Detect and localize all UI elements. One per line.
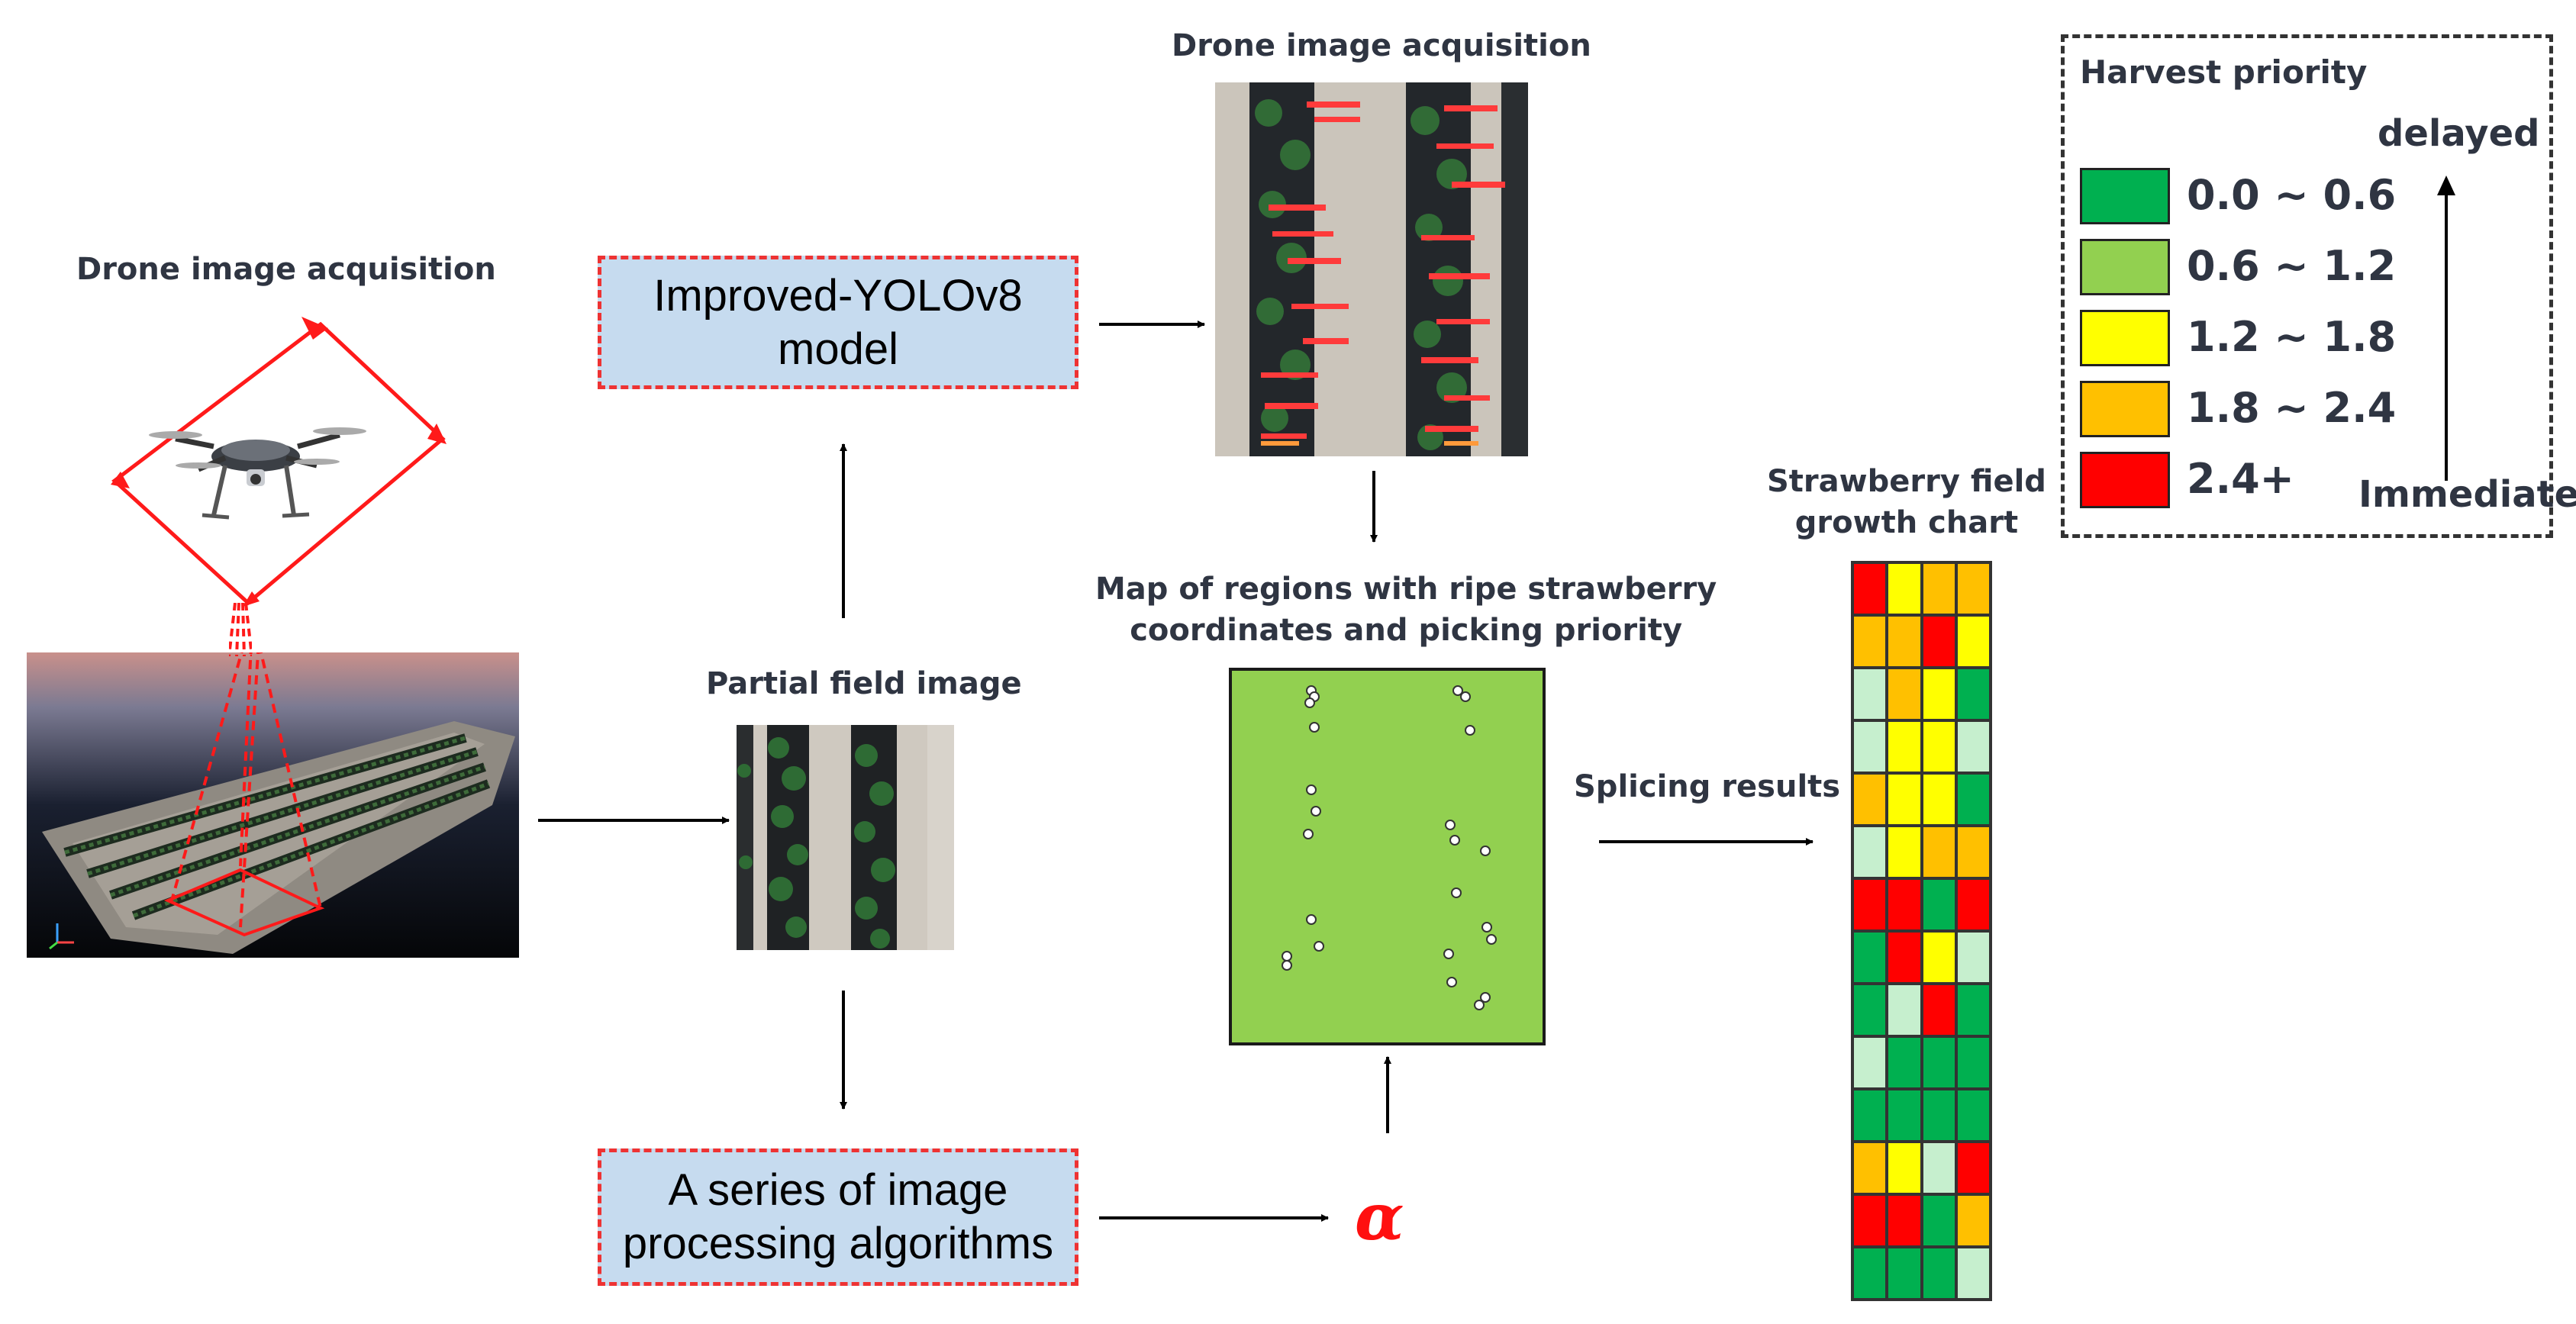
legend-range-label: 0.6 ~ 1.2 — [2187, 242, 2397, 290]
growth-cell — [1955, 984, 1991, 1036]
growth-cell — [1921, 984, 1956, 1036]
growth-cell — [1852, 720, 1888, 773]
priority-direction-arrow-icon — [2437, 176, 2455, 481]
growth-cell — [1852, 668, 1888, 720]
growth-cell — [1955, 668, 1991, 720]
field-3d-model-image — [27, 652, 519, 958]
yolo-detection-image — [1215, 82, 1528, 456]
growth-cell — [1955, 826, 1991, 878]
growth-cell — [1955, 1247, 1991, 1300]
growth-cell — [1887, 562, 1922, 615]
harvest-priority-legend: Harvest priority delayed Immediate 0.0 ~… — [2061, 34, 2576, 538]
growth-cell — [1921, 1142, 1956, 1194]
ripe-strawberry-map — [1229, 668, 1546, 1045]
growth-cell — [1955, 931, 1991, 984]
growth-cell — [1955, 1036, 1991, 1089]
legend-swatch — [2080, 452, 2170, 508]
growth-cell — [1955, 1089, 1991, 1142]
growth-cell — [1921, 1247, 1956, 1300]
growth-cell — [1887, 826, 1922, 878]
legend-range-label: 1.2 ~ 1.8 — [2187, 313, 2397, 361]
growth-cell — [1852, 1247, 1888, 1300]
growth-cell — [1921, 562, 1956, 615]
growth-cell — [1921, 720, 1956, 773]
growth-cell — [1921, 1089, 1956, 1142]
legend-swatch — [2080, 381, 2170, 437]
growth-cell — [1887, 878, 1922, 931]
growth-cell — [1852, 931, 1888, 984]
growth-cell — [1921, 1194, 1956, 1247]
growth-cell — [1921, 826, 1956, 878]
growth-cell — [1852, 878, 1888, 931]
growth-cell — [1921, 931, 1956, 984]
growth-cell — [1887, 1089, 1922, 1142]
map-title-line2: coordinates and picking priority — [1130, 613, 1683, 648]
growth-cell — [1887, 1036, 1922, 1089]
legend-range-label: 1.8 ~ 2.4 — [2187, 384, 2397, 432]
growth-cell — [1887, 1142, 1922, 1194]
growth-cell — [1955, 720, 1991, 773]
growth-cell — [1955, 615, 1991, 668]
growth-cell — [1955, 562, 1991, 615]
growth-cell — [1852, 615, 1888, 668]
growth-cell — [1852, 1194, 1888, 1247]
growth-cell — [1955, 773, 1991, 826]
legend-title: Harvest priority — [2080, 53, 2368, 91]
drone-footprint-diagram — [111, 317, 447, 607]
growth-cell — [1852, 1089, 1888, 1142]
legend-swatch — [2080, 168, 2170, 224]
growth-cell — [1852, 826, 1888, 878]
growth-cell — [1887, 720, 1922, 773]
growth-cell — [1921, 1036, 1956, 1089]
legend-immediate-label: Immediate — [2358, 473, 2576, 516]
growth-chart-title: Strawberry field growth chart — [1767, 461, 2046, 543]
drone-acquisition-left-label: Drone image acquisition — [76, 252, 496, 287]
growth-cell — [1887, 931, 1922, 984]
legend-swatch — [2080, 310, 2170, 366]
growth-cell — [1887, 773, 1922, 826]
algo-box-line1: A series of image — [668, 1165, 1008, 1216]
growth-cell — [1887, 668, 1922, 720]
map-title: Map of regions with ripe strawberry coor… — [1095, 569, 1717, 651]
growth-cell — [1887, 984, 1922, 1036]
growth-title-line2: growth chart — [1794, 505, 2019, 540]
growth-cell — [1921, 878, 1956, 931]
growth-cell — [1921, 615, 1956, 668]
growth-cell — [1921, 668, 1956, 720]
map-title-line1: Map of regions with ripe strawberry — [1095, 572, 1717, 607]
partial-field-image — [737, 725, 954, 950]
legend-range-label: 0.0 ~ 0.6 — [2187, 171, 2397, 219]
legend-range-label: 2.4+ — [2187, 455, 2294, 503]
growth-title-line1: Strawberry field — [1767, 464, 2046, 499]
growth-cell — [1887, 1247, 1922, 1300]
yolo-box-line1: Improved-YOLOv8 — [653, 270, 1023, 321]
alpha-symbol: α — [1355, 1179, 1404, 1255]
growth-cell — [1955, 1142, 1991, 1194]
growth-cell — [1852, 562, 1888, 615]
algo-box-line2: processing algorithms — [622, 1219, 1054, 1268]
yolo-box-line2: model — [778, 324, 898, 374]
growth-cell — [1921, 773, 1956, 826]
growth-cell — [1852, 1036, 1888, 1089]
projection-lines-top — [229, 603, 252, 656]
drone-acquisition-top-label: Drone image acquisition — [1172, 28, 1591, 63]
partial-field-label: Partial field image — [706, 666, 1022, 701]
drone-icon — [149, 427, 366, 520]
legend-delayed-label: delayed — [2378, 112, 2540, 155]
growth-cell — [1955, 878, 1991, 931]
strawberry-growth-grid — [1851, 561, 1992, 1301]
growth-cell — [1852, 1142, 1888, 1194]
growth-cell — [1887, 1194, 1922, 1247]
growth-cell — [1887, 615, 1922, 668]
legend-swatch — [2080, 239, 2170, 295]
splicing-label: Splicing results — [1574, 769, 1841, 804]
growth-cell — [1852, 773, 1888, 826]
growth-cell — [1955, 1194, 1991, 1247]
growth-cell — [1852, 984, 1888, 1036]
